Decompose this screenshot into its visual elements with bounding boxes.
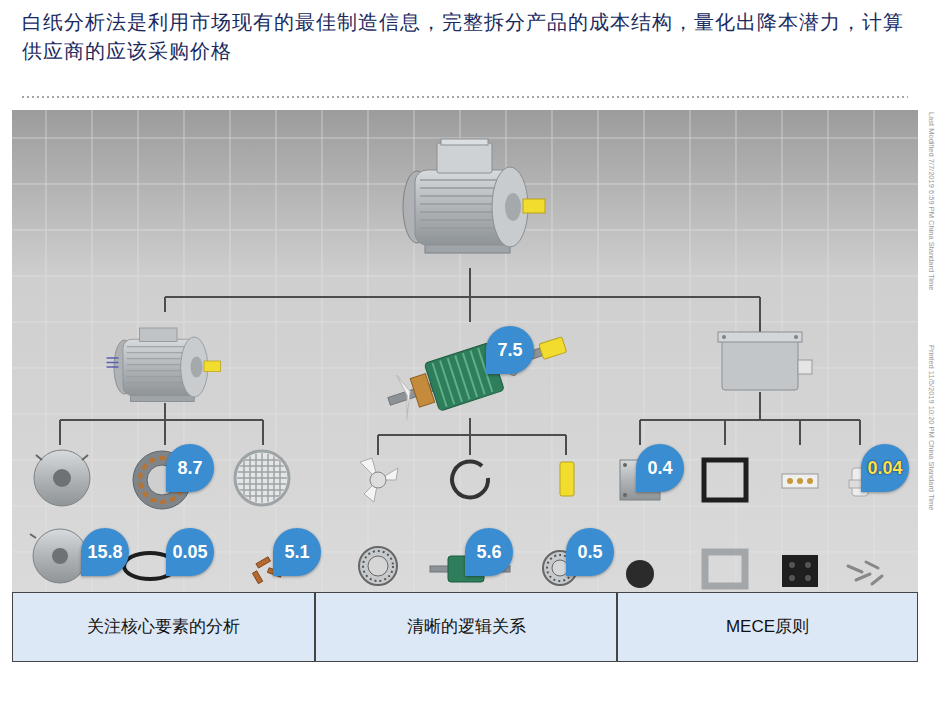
junction-box bbox=[798, 360, 812, 374]
terminal-strip bbox=[807, 478, 813, 484]
copper-parts bbox=[252, 571, 262, 584]
terminal-strip bbox=[782, 474, 818, 488]
circlip bbox=[452, 461, 488, 497]
end-shield bbox=[36, 455, 88, 460]
principle-text: MECE原则 bbox=[726, 616, 809, 638]
end-shield bbox=[33, 529, 87, 583]
fan-cover bbox=[230, 450, 295, 506]
cover-plate bbox=[623, 463, 627, 467]
terminal-board bbox=[805, 575, 811, 581]
screws bbox=[848, 562, 882, 584]
print-watermark: Last Modified 7/7/2019 6:59 PM China Sta… bbox=[927, 112, 936, 290]
rotor-assembly bbox=[539, 337, 567, 360]
principle-box: 清晰的逻辑关系 bbox=[315, 592, 617, 662]
principle-text: 清晰的逻辑关系 bbox=[407, 616, 526, 638]
junction-box bbox=[718, 332, 812, 390]
print-watermark: Printed 11/5/2019 10:20 PM China Standar… bbox=[927, 345, 936, 510]
callout-number: 8.7 bbox=[166, 444, 214, 492]
rubber-plug bbox=[626, 560, 654, 588]
end-shield bbox=[30, 534, 36, 538]
title-rule bbox=[22, 96, 908, 98]
callout-number: 0.4 bbox=[636, 444, 684, 492]
principle-box: 关注核心要素的分析 bbox=[12, 592, 315, 662]
background-panel bbox=[12, 110, 918, 592]
box-frame bbox=[705, 552, 745, 586]
callout-number: 7.5 bbox=[486, 326, 534, 374]
bearing bbox=[359, 547, 397, 585]
terminal-board bbox=[782, 555, 818, 587]
shaft-key bbox=[560, 462, 574, 496]
terminal-strip bbox=[797, 478, 803, 484]
cooling-fan bbox=[360, 458, 398, 502]
fan-cover bbox=[230, 450, 295, 506]
bearing bbox=[359, 547, 397, 585]
callout-number: 15.8 bbox=[81, 528, 129, 576]
terminal-board bbox=[789, 562, 795, 568]
terminal-strip bbox=[787, 478, 793, 484]
end-shield bbox=[30, 529, 87, 583]
callout-number: 0.04 bbox=[861, 444, 909, 492]
motor-housing bbox=[107, 358, 119, 367]
callout-number: 5.1 bbox=[273, 528, 321, 576]
terminal-strip bbox=[782, 474, 818, 488]
principle-text: 关注核心要素的分析 bbox=[87, 616, 240, 638]
end-shield bbox=[53, 469, 71, 487]
page-title: 白纸分析法是利用市场现有的最佳制造信息，完整拆分产品的成本结构，量化出降本潜力，… bbox=[22, 8, 910, 66]
complete-motor bbox=[441, 139, 488, 145]
callout-number: 5.6 bbox=[465, 528, 513, 576]
rotor-assembly bbox=[432, 348, 492, 407]
callout-number: 0.5 bbox=[566, 528, 614, 576]
callout-number: 0.05 bbox=[166, 528, 214, 576]
terminal-board bbox=[789, 575, 795, 581]
cooling-fan bbox=[360, 458, 398, 502]
cover-plate bbox=[623, 493, 627, 497]
fan-cover bbox=[230, 450, 295, 506]
end-shield bbox=[34, 450, 90, 506]
end-shield bbox=[34, 450, 90, 506]
junction-box bbox=[722, 338, 798, 390]
tree-lines bbox=[60, 268, 860, 455]
cooling-fan bbox=[370, 472, 386, 488]
gasket bbox=[704, 460, 746, 500]
complete-motor bbox=[403, 167, 545, 253]
background-panel bbox=[12, 110, 918, 592]
end-shield bbox=[52, 548, 68, 564]
copper-parts bbox=[256, 557, 271, 568]
complete-motor bbox=[403, 139, 545, 253]
background-panel bbox=[12, 110, 918, 592]
principle-box: MECE原则 bbox=[617, 592, 918, 662]
junction-box bbox=[794, 335, 798, 339]
terminal-board bbox=[805, 562, 811, 568]
bearing bbox=[368, 556, 388, 576]
motor-housing bbox=[114, 337, 221, 402]
terminal-board bbox=[782, 555, 818, 587]
junction-box bbox=[718, 332, 802, 342]
bearing bbox=[363, 551, 393, 581]
motor-housing bbox=[140, 328, 178, 342]
rotor-assembly bbox=[381, 321, 571, 425]
motor-housing bbox=[107, 328, 221, 402]
junction-box bbox=[722, 335, 726, 339]
complete-motor bbox=[437, 143, 492, 173]
